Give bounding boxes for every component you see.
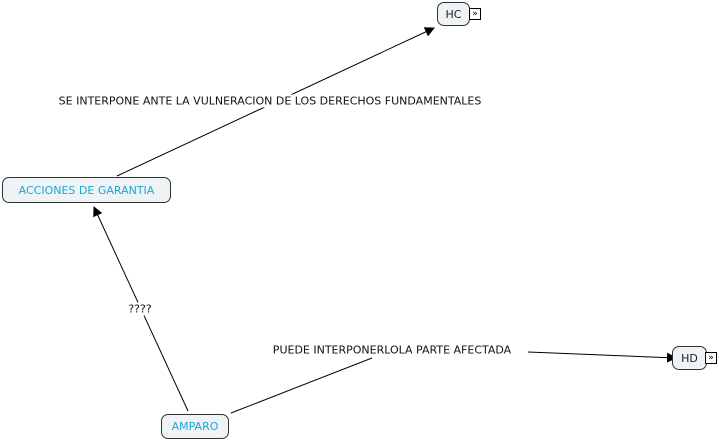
node-hc[interactable]: HC xyxy=(437,2,470,26)
link-label-hd xyxy=(527,351,677,363)
expand-icon[interactable]: » xyxy=(469,8,481,20)
node-hd[interactable]: HD xyxy=(672,346,707,370)
expand-icon[interactable]: » xyxy=(705,352,717,364)
link-label-puede[interactable]: PUEDE INTERPONERLOLA PARTE AFECTADA xyxy=(270,343,514,357)
link-amparo-label xyxy=(230,357,373,414)
link-label-interpone[interactable]: SE INTERPONE ANTE LA VULNERACION DE LOS … xyxy=(56,94,484,108)
node-acciones-de-garantia[interactable]: ACCIONES DE GARANTIA xyxy=(2,177,171,203)
node-amparo[interactable]: AMPARO xyxy=(161,414,229,439)
link-label-unknown[interactable]: ???? xyxy=(126,302,154,316)
